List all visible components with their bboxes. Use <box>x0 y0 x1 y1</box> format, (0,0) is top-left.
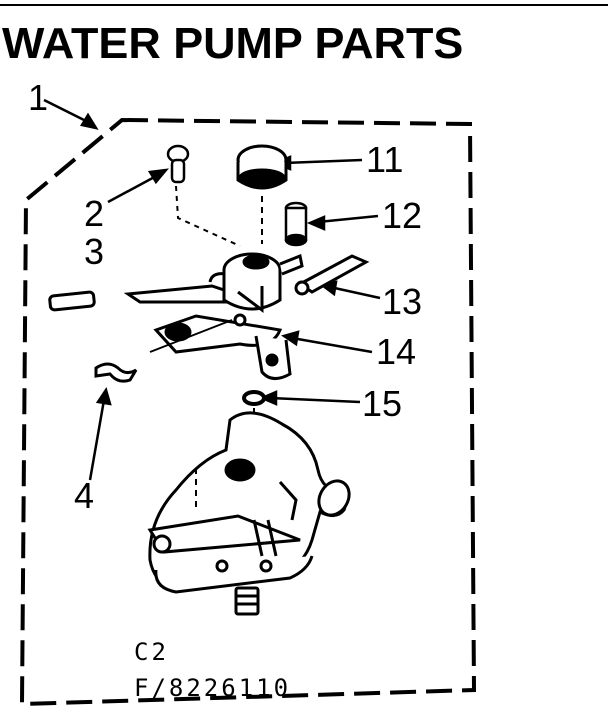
kit-boundary <box>19 117 477 707</box>
callout-11: 11 <box>366 139 404 180</box>
part-12-spring <box>284 201 308 247</box>
callout-13: 13 <box>382 281 423 322</box>
top-rule <box>0 4 608 6</box>
callout-14: 14 <box>376 331 417 372</box>
callout-15: 15 <box>362 383 403 424</box>
callout-12: 12 <box>382 195 423 236</box>
part-4-clip <box>94 362 138 383</box>
leader-15 <box>269 396 361 404</box>
screw-guide <box>175 185 241 247</box>
pump-housing <box>147 411 351 616</box>
page-title: WATER PUMP PARTS <box>2 19 464 68</box>
figure-code-number: F/8226110 <box>134 674 292 702</box>
figure-code-c2: C2 <box>134 638 169 666</box>
part-14-body <box>123 252 304 380</box>
body-link <box>149 319 233 353</box>
part-15-ring <box>242 390 266 406</box>
callout-1: 1 <box>28 77 49 118</box>
leader-4 <box>88 399 106 481</box>
callout-2: 2 <box>84 193 105 234</box>
leader-14 <box>291 336 373 354</box>
leader-12 <box>317 214 379 224</box>
leader-13 <box>329 285 381 300</box>
callout-4: 4 <box>74 475 95 516</box>
part-13-lever <box>294 254 370 296</box>
part-11-cap <box>236 144 288 190</box>
leader-11 <box>283 158 363 165</box>
callout-3: 3 <box>84 231 105 272</box>
leader-2 <box>107 172 161 204</box>
part-3-strip <box>48 290 96 312</box>
part-2-screw <box>166 144 190 184</box>
